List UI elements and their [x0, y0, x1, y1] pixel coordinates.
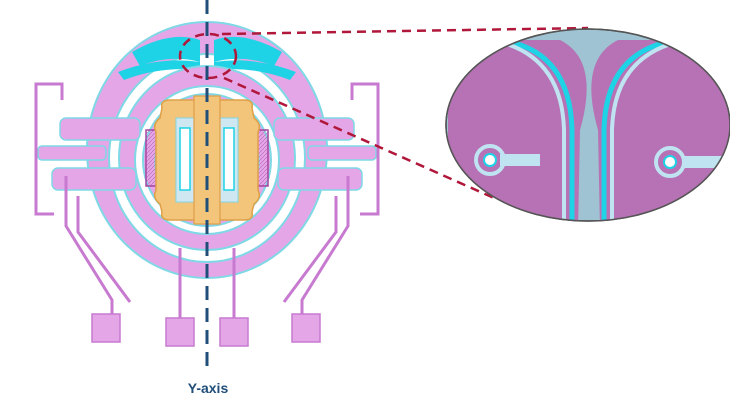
bonding-pads	[91, 313, 321, 347]
cyan-top-arcs	[118, 36, 296, 80]
y-axis-label: Y-axis	[187, 380, 229, 396]
right-wiring	[232, 82, 380, 318]
callout-lines	[178, 26, 589, 200]
zoom-inset	[445, 28, 730, 222]
side-springs	[37, 117, 377, 191]
left-wiring	[34, 82, 182, 318]
